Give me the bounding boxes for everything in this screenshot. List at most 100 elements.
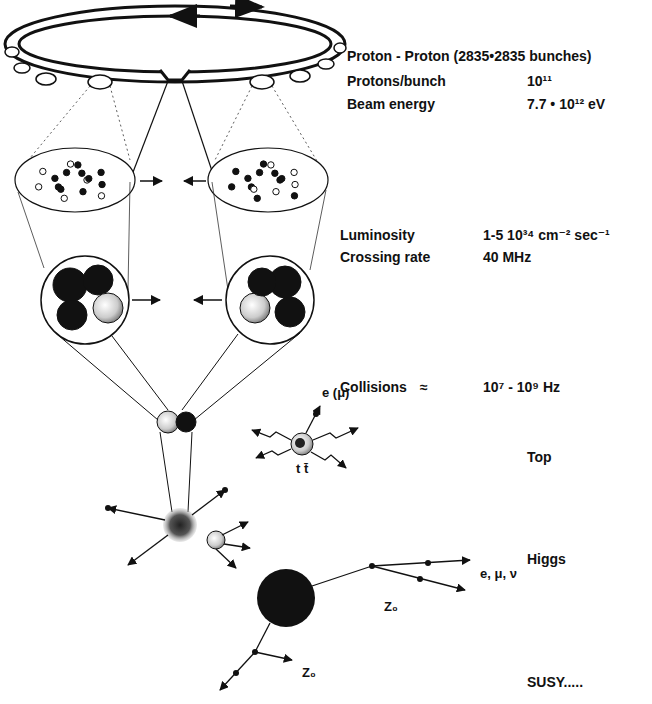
higgs-event [220, 652, 255, 690]
proton-dot [40, 168, 46, 174]
proton-dot [63, 169, 69, 175]
proton-dot [52, 175, 58, 181]
particle-label: e, μ, ν [480, 567, 517, 581]
top-event [256, 449, 291, 458]
bunch-ellipse [15, 148, 328, 212]
proton-dot [251, 186, 257, 192]
proton-dot [58, 186, 64, 192]
proton-dot [254, 195, 260, 201]
approx-sign: ≈ [420, 380, 428, 395]
proton-bunch [14, 63, 30, 73]
accelerator-ring [230, 6, 262, 7]
higgs-event [255, 623, 270, 652]
proton-dot [79, 170, 85, 176]
particle-label: Z₀ [302, 666, 316, 680]
collision-event [207, 531, 225, 549]
accelerator-ring [170, 15, 200, 18]
higgs-event [220, 560, 470, 690]
zoom-line [182, 334, 238, 410]
top-event [252, 406, 358, 468]
higgs-event [372, 566, 465, 590]
zoom-line [310, 190, 326, 270]
proton-circle [41, 256, 129, 344]
crossing-arrow [140, 180, 206, 182]
collision-event [216, 549, 236, 568]
parameter-name: Collisions [340, 380, 407, 395]
proton-dot [228, 184, 234, 190]
zoom-line [212, 182, 228, 290]
proton-bunch [318, 59, 334, 69]
proton-dot [291, 193, 297, 199]
particle-label: e (μ) [322, 386, 349, 400]
parameter-name: Crossing rate [340, 250, 430, 265]
collision-event [224, 544, 250, 548]
crossing-arrow [194, 299, 222, 301]
particle-label: Z₀ [384, 600, 398, 614]
crossing-arrow [132, 299, 160, 301]
zoom-line [215, 86, 252, 160]
quark [240, 293, 270, 323]
zoom-line [110, 86, 130, 160]
parameter-value: 1-5 10³⁴ cm⁻² sec⁻¹ [483, 228, 610, 243]
interaction-line [130, 81, 215, 180]
proton-dot [99, 181, 105, 187]
process-name: Higgs [527, 552, 566, 567]
parameter-value: 10¹¹ [527, 74, 552, 89]
parameter-name: Beam energy [347, 97, 435, 112]
accelerator-ring [5, 6, 345, 82]
crossing-arrow [184, 180, 206, 182]
bunch-ellipse [15, 148, 135, 212]
collision-event [163, 508, 197, 542]
proton-dot [80, 188, 86, 194]
collision-event [222, 487, 228, 493]
top-event [252, 406, 358, 468]
proton-dot [61, 195, 67, 201]
zoom-line [58, 333, 300, 420]
collision-event [128, 535, 168, 565]
proton-dot [75, 162, 81, 168]
ring-caption: Proton - Proton (2835•2835 bunches) [347, 49, 592, 64]
collision-event [105, 505, 111, 511]
proton-dot [291, 169, 297, 175]
higgs-event [369, 563, 375, 569]
zoom-line [160, 432, 172, 512]
proton-dot [272, 170, 278, 176]
parameter-value: 7.7 • 10¹² eV [527, 97, 605, 112]
higgs-event [257, 569, 315, 627]
proton-bunch [290, 70, 310, 82]
zoom-line [112, 336, 168, 410]
interaction-line [182, 81, 215, 180]
higgs-event [425, 560, 431, 566]
proton-dot [35, 161, 298, 202]
quark [53, 265, 305, 330]
accelerator-ring [160, 70, 190, 80]
collision-event [105, 487, 250, 568]
zoom-line [188, 432, 192, 512]
proton-dot [273, 188, 279, 194]
top-event [291, 433, 313, 455]
higgs-event [372, 560, 470, 566]
proton-circle [41, 256, 314, 344]
crossing-arrow [140, 180, 162, 182]
top-event [295, 438, 305, 448]
parameter-name: Protons/bunch [347, 74, 446, 89]
proton-dot [245, 175, 251, 181]
crossing-arrow [132, 299, 222, 301]
zoom-line [160, 432, 192, 512]
higgs-event [233, 670, 239, 676]
quark [83, 265, 113, 295]
proton-bunch [36, 73, 56, 85]
zoom-line [128, 182, 130, 290]
higgs-event [255, 652, 292, 660]
top-event [306, 406, 320, 433]
quark [53, 268, 87, 302]
parton [176, 412, 196, 432]
process-name: Top [527, 450, 552, 465]
collision-event [108, 490, 250, 568]
parameter-value: 10⁷ - 10⁹ Hz [483, 380, 560, 395]
proton-dot [292, 181, 298, 187]
top-event [311, 452, 346, 468]
proton-dot [256, 169, 262, 175]
higgs-event [220, 560, 470, 690]
proton-bunch [250, 75, 274, 89]
